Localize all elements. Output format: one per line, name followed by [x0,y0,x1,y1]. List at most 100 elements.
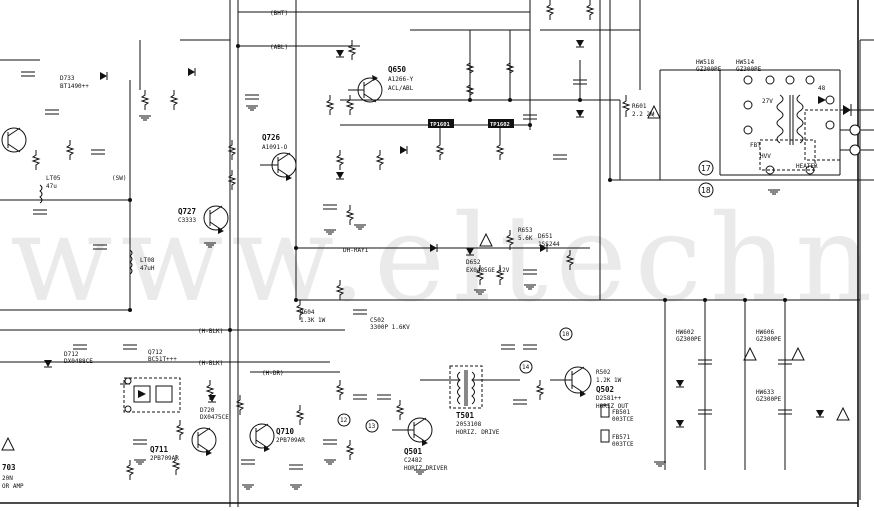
svg-text:GZ300PE: GZ300PE [736,66,762,73]
svg-text:5.6K: 5.6K [518,235,533,242]
opto-coupler [120,377,181,413]
svg-text:17: 17 [701,164,711,173]
svg-text:R604: R604 [300,309,315,316]
net-labels: (BHT) (ABL) (H-BLK) (H-BLK) (H-DR) (SW) … [112,10,369,377]
tp1602-label: TP1602 [490,122,510,128]
svg-text:R502: R502 [596,369,611,376]
inductors: FB501 003TCE FB571 003TCE LT05 47u LT08 … [39,175,634,448]
svg-text:20N: 20N [2,475,13,482]
net-h-dr: (H-DR) [262,370,284,377]
svg-text:13: 13 [368,423,376,430]
capacitors [21,71,792,470]
svg-text:Q650: Q650 [388,65,407,74]
svg-text:C2482: C2482 [404,457,422,464]
transformer-t501: T501 2053108 HORIZ. DRIVE [420,365,520,436]
transistor-left-q616 [1,127,27,153]
svg-text:Q712: Q712 [148,349,163,356]
svg-text:BC51T+++: BC51T+++ [148,356,177,363]
svg-text:2.2 2W: 2.2 2W [632,111,654,118]
svg-text:47uH: 47uH [140,265,155,272]
svg-text:HW514: HW514 [736,59,754,66]
svg-text:A1266-Y: A1266-Y [388,76,414,83]
svg-text:HW602: HW602 [676,329,694,336]
transistor-q726: Q726 A1091-O [260,133,297,181]
svg-text:FB501: FB501 [612,409,630,416]
svg-text:R653: R653 [518,227,533,234]
net-abl: (ABL) [270,44,288,51]
transistor-q711: Q711 2PB709AR [150,427,217,462]
transistor-q502: Q502 D2581++ HORIZ OUT R502 1.2K 1W [550,366,629,410]
svg-text:HW606: HW606 [756,329,774,336]
svg-text:OR AMP: OR AMP [2,483,24,490]
svg-text:D651: D651 [538,233,553,240]
svg-text:Q711: Q711 [150,445,169,454]
svg-text:3300P 1.6KV: 3300P 1.6KV [370,324,410,331]
svg-text:LT08: LT08 [140,257,155,264]
numbered-markers: 17 18 10 12 13 14 [337,160,714,433]
junction-dots [128,44,787,332]
transistor-q727: Q727 C3333 [178,205,229,234]
svg-text:A1091-O: A1091-O [262,144,288,151]
svg-text:D2581++: D2581++ [596,395,622,402]
svg-text:2053108: 2053108 [456,421,482,428]
svg-text:GZ300PE: GZ300PE [696,66,722,73]
svg-text:FB571: FB571 [612,434,630,441]
transistor-q650: Q650 A1266-Y ACL/ABL [348,65,414,103]
component-labels: 703 20N OR AMP Q712 BC51T+++ C502 3300P … [1,232,850,490]
svg-text:48: 48 [818,85,826,92]
svg-text:D720: D720 [200,407,215,414]
svg-text:EX0485GE 12V: EX0485GE 12V [466,267,510,274]
svg-text:14: 14 [522,364,530,371]
svg-text:!: ! [652,112,656,119]
diodes: D733 BT1490++ D651 1SS244 D652 EX0485GE … [44,40,824,428]
svg-text:1.3K 1W: 1.3K 1W [300,317,326,324]
svg-text:HORIZ OUT: HORIZ OUT [596,403,629,410]
svg-text:1SS244: 1SS244 [538,241,560,248]
svg-text:FBT: FBT [750,142,761,149]
svg-text:2PB709AR: 2PB709AR [150,455,179,462]
svg-text:C502: C502 [370,317,385,324]
svg-text:HW518: HW518 [696,59,714,66]
svg-text:1.2K 1W: 1.2K 1W [596,377,622,384]
svg-text:HORIZ. DRIVE: HORIZ. DRIVE [456,429,500,436]
fbt-connector-block: HW518 GZ300PE HW514 GZ300PE 27V HVV FBT … [621,59,874,176]
svg-text:BT1490++: BT1490++ [60,83,89,90]
svg-text:HEATER: HEATER [796,163,818,170]
svg-text:LT05: LT05 [46,175,61,182]
resistors: R604 1.3K 1W R653 5.6K [31,0,595,480]
svg-text:Q726: Q726 [262,133,281,142]
svg-text:27V: 27V [762,98,773,105]
svg-text:GZ300PE: GZ300PE [756,336,782,343]
net-sw: (SW) [112,175,126,182]
svg-text:T501: T501 [456,411,475,420]
svg-text:DX0488CE: DX0488CE [64,358,93,365]
svg-text:Q501: Q501 [404,447,423,456]
svg-text:ACL/ABL: ACL/ABL [388,85,414,92]
svg-text:003TCE: 003TCE [612,441,634,448]
svg-text:HW633: HW633 [756,389,774,396]
svg-text:HVV: HVV [760,153,771,160]
svg-text:D652: D652 [466,259,481,266]
svg-text:47u: 47u [46,183,57,190]
svg-text:2PB709AR: 2PB709AR [276,437,305,444]
net-h-blk-2: (H-BLK) [198,360,223,367]
net-h-blk: (H-BLK) [198,328,223,335]
svg-text:003TCE: 003TCE [612,416,634,423]
watermark-text: www.eltechnik.ru [10,190,874,329]
test-points: TP1601 TP1602 [428,119,514,140]
svg-text:C3333: C3333 [178,217,196,224]
svg-text:Q710: Q710 [276,427,295,436]
svg-text:Q502: Q502 [596,385,614,394]
transistor-q501: Q501 C2482 HORIZ DRIVER [392,417,448,472]
svg-text:GZ300PE: GZ300PE [756,396,782,403]
svg-text:D712: D712 [64,351,79,358]
svg-text:R601: R601 [632,103,647,110]
net-bht: (BHT) [270,10,288,17]
svg-text:GZ300PE: GZ300PE [676,336,702,343]
transistor-q710: Q710 2PB709AR [249,423,305,452]
grounds [134,105,780,490]
svg-text:DX0475CE: DX0475CE [200,414,229,421]
net-dh-ray: DH-RAY1 [343,247,369,254]
